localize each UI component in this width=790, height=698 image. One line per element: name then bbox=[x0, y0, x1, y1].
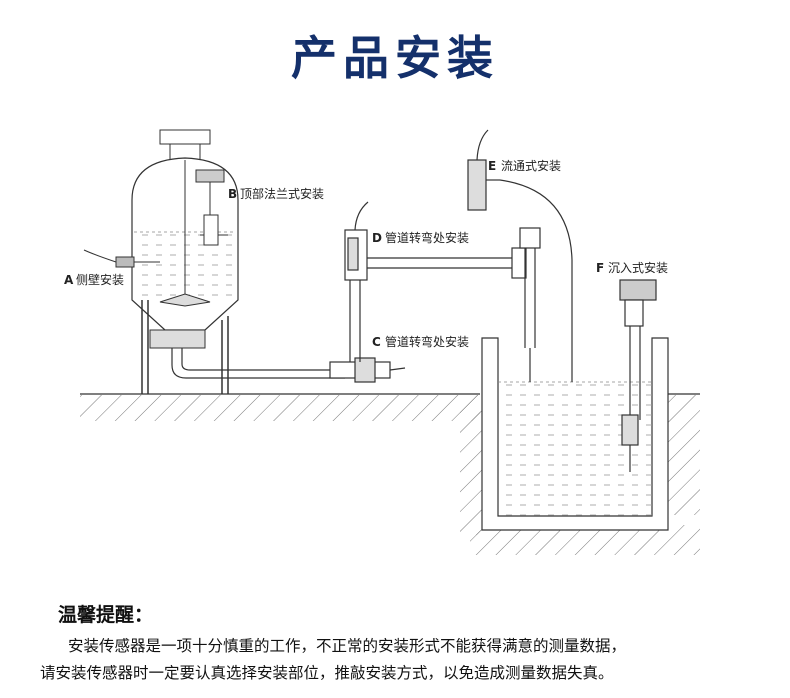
label-c: C 管道转弯处安装 bbox=[372, 334, 469, 349]
label-f: F 沉入式安装 bbox=[596, 260, 668, 275]
label-d-letter: D bbox=[372, 231, 382, 245]
label-d-text: 管道转弯处安装 bbox=[385, 230, 469, 245]
installation-diagram: A 侧壁安装 B 顶部法兰式安装 D 管道转弯处安装 C 管道转弯处安装 E 流… bbox=[64, 129, 700, 555]
label-e: E 流通式安装 bbox=[488, 158, 561, 173]
label-f-letter: F bbox=[596, 261, 604, 275]
label-a-text: 侧壁安装 bbox=[76, 272, 124, 287]
storage-tank bbox=[83, 129, 239, 394]
page-title: 产品安装 bbox=[291, 31, 499, 85]
label-c-letter: C bbox=[372, 335, 381, 349]
ground-left bbox=[80, 393, 480, 421]
label-b: B 顶部法兰式安装 bbox=[228, 186, 324, 201]
label-e-text: 流通式安装 bbox=[501, 158, 561, 173]
water-basin bbox=[481, 337, 669, 531]
notice-line-2: 请安装传感器时一定要认真选择安装部位，推敲安装方式，以免造成测量数据失真。 bbox=[40, 664, 614, 682]
label-d: D 管道转弯处安装 bbox=[372, 230, 469, 245]
label-a-letter: A bbox=[64, 273, 74, 287]
pipeline bbox=[171, 129, 657, 472]
label-c-text: 管道转弯处安装 bbox=[385, 334, 469, 349]
notice-line-1: 安装传感器是一项十分慎重的工作，不正常的安装形式不能获得满意的测量数据， bbox=[68, 637, 627, 655]
label-f-text: 沉入式安装 bbox=[608, 260, 668, 275]
notice-heading: 温馨提醒： bbox=[58, 604, 154, 626]
label-e-letter: E bbox=[488, 159, 496, 173]
label-b-letter: B bbox=[228, 187, 237, 201]
label-a: A 侧壁安装 bbox=[64, 272, 124, 287]
label-b-text: 顶部法兰式安装 bbox=[240, 186, 324, 201]
